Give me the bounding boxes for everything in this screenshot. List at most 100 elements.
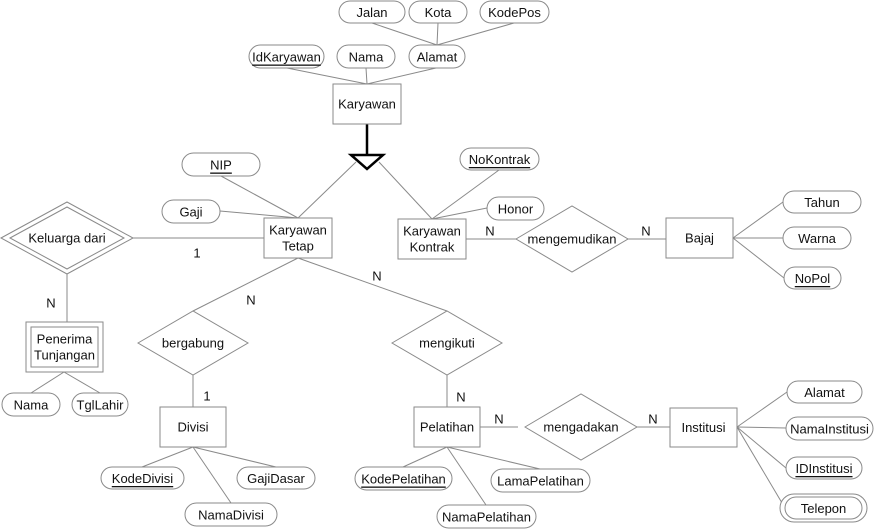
relationship-mengemudikan[interactable]: mengemudikan <box>515 205 629 273</box>
attribute-kodepelatihan[interactable]: KodePelatihan <box>354 466 453 491</box>
attribute-lamapelatihan[interactable]: LamaPelatihan <box>490 468 591 493</box>
attribute-line-gajidasar <box>192 446 277 468</box>
attribute-warna[interactable]: Warna <box>782 226 852 250</box>
attribute-idinstitusi[interactable]: IDInstitusi <box>785 456 863 480</box>
attribute-kota[interactable]: Kota <box>408 0 468 24</box>
attribute-oval <box>479 0 550 24</box>
relationship-label: bergabung <box>162 336 224 351</box>
entity-bajaj[interactable]: Bajaj <box>665 217 734 259</box>
attribute-oval <box>786 380 863 404</box>
attribute-line-kota <box>436 22 439 46</box>
attribute-label: Nama <box>14 398 49 413</box>
attribute-oval <box>486 196 545 221</box>
attribute-oval <box>161 199 221 224</box>
connector-line <box>297 161 357 219</box>
attribute-line-idinstitusi <box>736 426 787 469</box>
entity-box <box>665 217 734 259</box>
key-attribute-label: KodePelatihan <box>361 472 446 487</box>
attribute-tgllahir[interactable]: TglLahir <box>71 392 129 417</box>
cardinality-label: N <box>648 412 657 427</box>
entity-box <box>413 406 481 448</box>
attribute-kodedivisi[interactable]: KodeDivisi <box>100 466 185 490</box>
attribute-gajidasar[interactable]: GajiDasar <box>236 466 316 490</box>
attribute-nip[interactable]: NIP <box>181 152 261 177</box>
attribute-oval <box>1 392 61 417</box>
attribute-telepon[interactable]: Telepon <box>779 493 868 523</box>
attribute-oval <box>236 466 316 490</box>
attribute-namapelatihan[interactable]: NamaPelatihan <box>436 504 537 529</box>
relationship-label: mengemudikan <box>528 232 617 247</box>
cardinality-label: N <box>485 224 494 239</box>
key-attribute-label: IDInstitusi <box>795 461 852 476</box>
attribute-nama-k[interactable]: Nama <box>336 44 396 69</box>
connector-line <box>297 257 448 312</box>
attribute-label: NamaInstitusi <box>790 422 869 437</box>
entity-box <box>397 218 467 260</box>
attribute-line-namadivisi <box>192 446 232 504</box>
relationship-bergabung[interactable]: bergabung <box>137 310 249 376</box>
attribute-idkaryawan[interactable]: IdKaryawan <box>248 44 325 69</box>
attribute-jalan[interactable]: Jalan <box>338 0 406 24</box>
attribute-label: Alamat <box>417 50 458 65</box>
attribute-nopol[interactable]: NoPol <box>783 266 842 290</box>
attribute-kodepos[interactable]: KodePos <box>479 0 550 24</box>
entity-label: Kontrak <box>410 240 455 255</box>
relationship-mengadakan[interactable]: mengadakan <box>524 393 638 461</box>
connector-line <box>378 161 433 220</box>
relationship-diamond <box>137 310 249 376</box>
attribute-oval <box>785 456 863 480</box>
attribute-label: Jalan <box>356 5 387 20</box>
relationship-mengikuti[interactable]: mengikuti <box>391 310 503 376</box>
attribute-label: Alamat <box>804 385 845 400</box>
entity-box <box>669 407 738 448</box>
attribute-line-kodepelatihan <box>402 446 448 468</box>
relationship-keluarga-dari[interactable]: Keluarga dari <box>0 201 135 275</box>
attribute-tahun[interactable]: Tahun <box>782 190 862 214</box>
cardinality-label: N <box>494 412 503 427</box>
entity-inner-box <box>30 326 99 368</box>
key-attribute-label: KodeDivisi <box>112 471 174 486</box>
attribute-oval <box>354 466 453 491</box>
attribute-nama-p[interactable]: Nama <box>1 392 61 417</box>
attribute-gaji[interactable]: Gaji <box>161 199 221 224</box>
attribute-oval <box>71 392 129 417</box>
cardinality-label: N <box>641 224 650 239</box>
relationship-label: mengikuti <box>419 336 475 351</box>
attribute-line-honor <box>431 207 488 220</box>
attribute-line-alamat_k <box>366 67 437 85</box>
entity-label: Karyawan <box>403 224 461 239</box>
entity-divisi[interactable]: Divisi <box>159 406 227 448</box>
entity-label: Pelatihan <box>420 420 474 435</box>
attribute-label: LamaPelatihan <box>497 474 584 489</box>
attribute-alamat-i[interactable]: Alamat <box>786 380 863 404</box>
entity-box <box>159 406 227 448</box>
connector-lines <box>30 22 788 509</box>
attribute-oval <box>782 190 862 214</box>
attribute-alamat-k[interactable]: Alamat <box>408 44 466 69</box>
entity-karyawan[interactable]: Karyawan <box>332 83 402 125</box>
attribute-oval <box>248 44 325 69</box>
attribute-oval <box>181 152 261 177</box>
entity-institusi[interactable]: Institusi <box>669 407 738 448</box>
attribute-label: TglLahir <box>77 398 125 413</box>
isa-specialization <box>347 124 387 171</box>
attribute-oval <box>459 147 540 171</box>
attribute-line-nip <box>220 175 299 219</box>
attribute-namainstitusi[interactable]: NamaInstitusi <box>785 416 874 441</box>
attribute-namadivisi[interactable]: NamaDivisi <box>184 502 278 527</box>
entity-box <box>332 83 402 125</box>
attribute-line-idkaryawan <box>286 67 368 85</box>
attribute-line-telepon <box>736 426 786 509</box>
attribute-label: Kota <box>425 5 453 20</box>
key-attribute-label: NIP <box>210 158 232 173</box>
attribute-label: Warna <box>798 231 837 246</box>
attribute-oval <box>338 0 406 24</box>
key-attribute-label: IdKaryawan <box>252 50 321 65</box>
attribute-nokontrak[interactable]: NoKontrak <box>459 147 540 171</box>
relationship-label: mengadakan <box>543 420 618 435</box>
attribute-honor[interactable]: Honor <box>486 196 545 221</box>
entity-pelatihan[interactable]: Pelatihan <box>413 406 481 448</box>
